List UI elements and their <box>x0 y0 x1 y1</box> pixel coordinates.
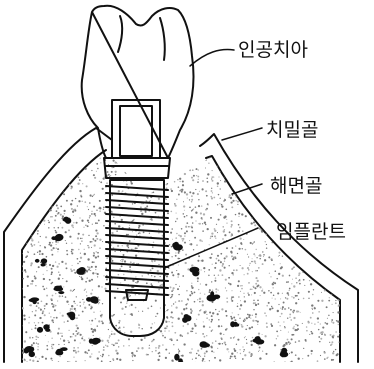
implant-threads <box>106 186 168 295</box>
cortical-leader <box>222 128 262 140</box>
crown-outline <box>82 6 194 158</box>
label-cortical-bone: 치밀골 <box>266 119 318 141</box>
label-artificial-tooth: 인공치아 <box>238 39 308 61</box>
implant-abutment <box>104 100 170 178</box>
label-implant: 임플란트 <box>276 221 346 243</box>
label-cancellous-bone: 해면골 <box>270 175 322 197</box>
implant-fixture <box>106 180 168 336</box>
crown-leader <box>190 50 234 66</box>
